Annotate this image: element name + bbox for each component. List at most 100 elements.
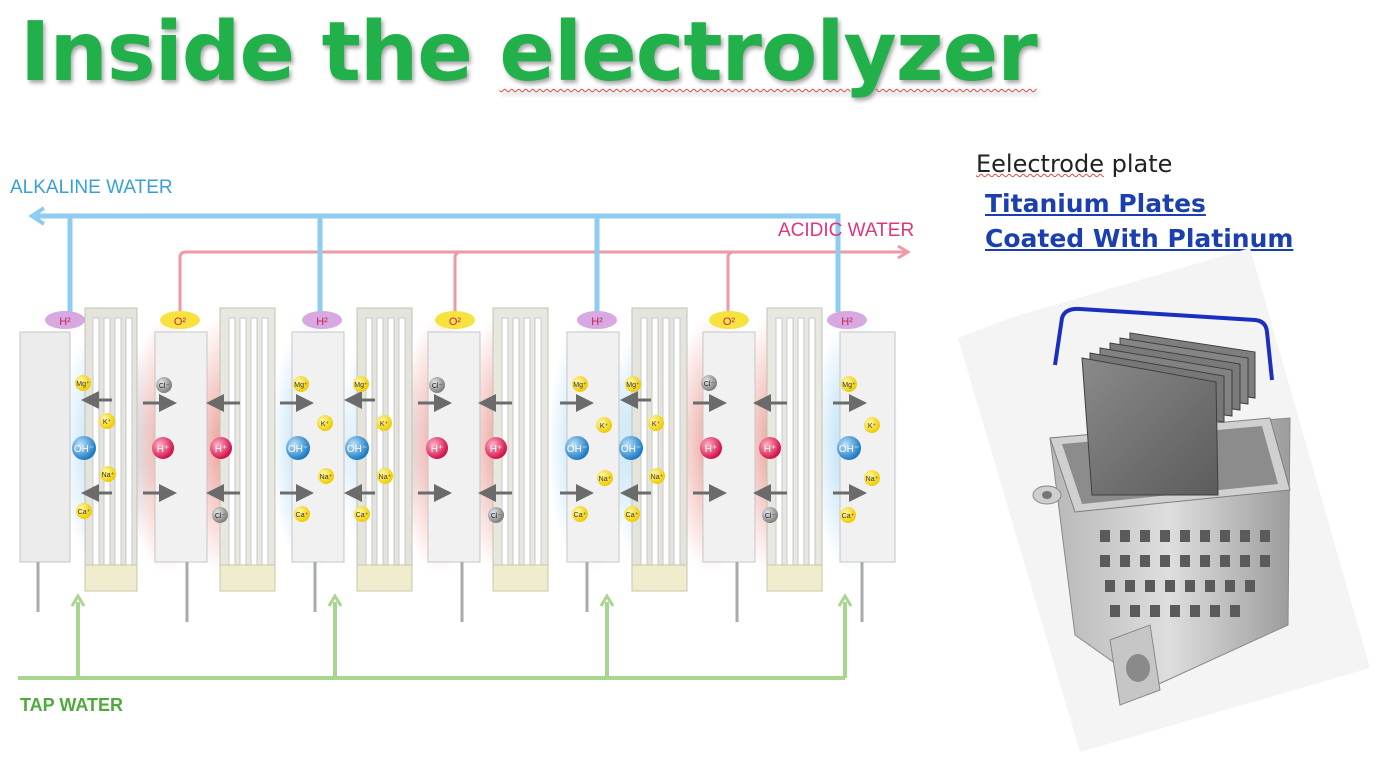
k-ion-label: K⁺	[600, 423, 609, 430]
oh-ion: OH⁻	[619, 436, 643, 460]
k-ion: K⁺	[376, 415, 392, 431]
oh-ion-label: OH⁻	[74, 444, 94, 455]
electrolyzer-diagram: H² O² H² O² H² O² H² OH⁻ OH⁻	[18, 206, 911, 680]
k-ion-label: K⁺	[103, 419, 112, 426]
h2-badge-label: H²	[59, 316, 71, 328]
oh-ion: OH⁻	[837, 436, 861, 460]
na-ion: Na⁺	[318, 468, 334, 484]
electrode-stack	[84, 307, 138, 592]
oh-ion: OH⁻	[345, 436, 369, 460]
ca-ion-label: Ca⁺	[296, 512, 309, 519]
h-ion-label: H⁺	[215, 444, 228, 455]
h2-badge-label: H²	[841, 316, 853, 328]
h-ion: H⁺	[210, 437, 232, 459]
ca-ion-label: Ca⁺	[78, 509, 91, 516]
k-ion-label: K⁺	[321, 421, 330, 428]
h2-badge: H²	[302, 311, 342, 329]
h-ion: H⁺	[485, 437, 507, 459]
h2-badge: H²	[577, 311, 617, 329]
oh-ion: OH⁻	[286, 436, 310, 460]
mg-ion: Mg⁺	[293, 376, 309, 392]
o2-badge: O²	[160, 311, 200, 329]
mg-ion-label: Mg⁺	[294, 382, 308, 389]
k-ion: K⁺	[648, 415, 664, 431]
ca-ion: Ca⁺	[76, 503, 92, 519]
titanium-plates-link[interactable]: Titanium Plates	[985, 189, 1206, 218]
electrode-stack	[356, 307, 413, 592]
oh-ion: OH⁻	[72, 436, 96, 460]
cl-ion: Cl⁻	[156, 377, 172, 393]
na-ion-label: Na⁺	[651, 474, 664, 481]
cl-ion-label: Cl⁻	[432, 383, 443, 390]
ca-ion: Ca⁺	[354, 506, 370, 522]
h-ion-label: H⁺	[764, 444, 777, 455]
h-ion-label: H⁺	[705, 444, 718, 455]
mg-ion: Mg⁺	[353, 376, 369, 392]
alkaline-water-pipe	[28, 206, 841, 312]
h-ion: H⁺	[700, 437, 722, 459]
oh-ion-label: OH⁻	[621, 444, 641, 455]
ca-ion-label: Ca⁺	[626, 512, 639, 519]
cl-ion: Cl⁻	[701, 375, 717, 391]
ca-ion-label: Ca⁺	[356, 512, 369, 519]
na-ion-label: Na⁺	[379, 474, 392, 481]
cl-ion-label: Cl⁻	[704, 381, 715, 388]
tap-water-pipe	[18, 593, 853, 680]
h2-badge: H²	[827, 311, 867, 329]
na-ion: Na⁺	[377, 468, 393, 484]
title-word-electrolyzer: electrolyzer	[499, 5, 1037, 100]
o2-badge-label: O²	[723, 316, 736, 328]
oh-ion-label: OH⁻	[347, 444, 367, 455]
mg-ion-label: Mg⁺	[842, 382, 856, 389]
h-ion-label: H⁺	[157, 444, 170, 455]
ion-flow-arrows	[81, 391, 867, 502]
k-ion: K⁺	[317, 415, 333, 431]
k-ion: K⁺	[99, 413, 115, 429]
cl-ion-label: Cl⁻	[765, 513, 776, 520]
plates-bracket	[1053, 306, 1274, 381]
page-title: Inside the electrolyzer	[20, 5, 1038, 100]
k-ion: K⁺	[864, 417, 880, 433]
titanium-plates-stack	[1081, 332, 1256, 496]
na-ion: Na⁺	[100, 466, 116, 482]
mg-ion-label: Mg⁺	[76, 381, 90, 388]
cl-ion-label: Cl⁻	[215, 513, 226, 520]
electrode-word: Eelectrode	[976, 150, 1104, 178]
outer-plate	[19, 331, 71, 612]
cl-ion-label: Cl⁻	[159, 383, 170, 390]
h-ion: H⁺	[759, 437, 781, 459]
ca-ion: Ca⁺	[624, 506, 640, 522]
na-ion: Na⁺	[597, 470, 613, 486]
h-ion-label: H⁺	[431, 444, 444, 455]
cl-ion-label: Cl⁻	[491, 513, 502, 520]
o2-badge: O²	[709, 311, 749, 329]
k-ion-label: K⁺	[652, 421, 661, 428]
tap-water-label: TAP WATER	[20, 695, 123, 715]
na-ion: Na⁺	[864, 470, 880, 486]
electrode-plate-photo	[958, 248, 1370, 752]
coated-platinum-link[interactable]: Coated With Platinum	[985, 224, 1294, 253]
mg-ion-label: Mg⁺	[626, 382, 640, 389]
o2-badge: O²	[435, 311, 475, 329]
cl-ion: Cl⁻	[429, 377, 445, 393]
acidic-water-label: ACIDIC WATER	[778, 220, 915, 241]
oh-ion-label: OH⁻	[839, 444, 859, 455]
mg-ion: Mg⁺	[75, 375, 91, 391]
ca-ion: Ca⁺	[840, 507, 856, 523]
k-ion: K⁺	[596, 417, 612, 433]
k-ion-label: K⁺	[868, 423, 877, 430]
mg-ion-label: Mg⁺	[573, 382, 587, 389]
cl-ion: Cl⁻	[488, 507, 504, 523]
na-ion: Na⁺	[649, 468, 665, 484]
ca-ion-label: Ca⁺	[842, 513, 855, 520]
mg-ion-label: Mg⁺	[354, 382, 368, 389]
electrode-plate-label: Eelectrode plate	[976, 150, 1172, 178]
alkaline-water-label: ALKALINE WATER	[10, 177, 173, 198]
h2-badge-label: H²	[591, 316, 603, 328]
ca-ion: Ca⁺	[572, 506, 588, 522]
na-ion-label: Na⁺	[102, 472, 115, 479]
mg-ion: Mg⁺	[625, 376, 641, 392]
o2-badge-label: O²	[449, 316, 462, 328]
ca-ion: Ca⁺	[294, 506, 310, 522]
h-ion: H⁺	[426, 437, 448, 459]
